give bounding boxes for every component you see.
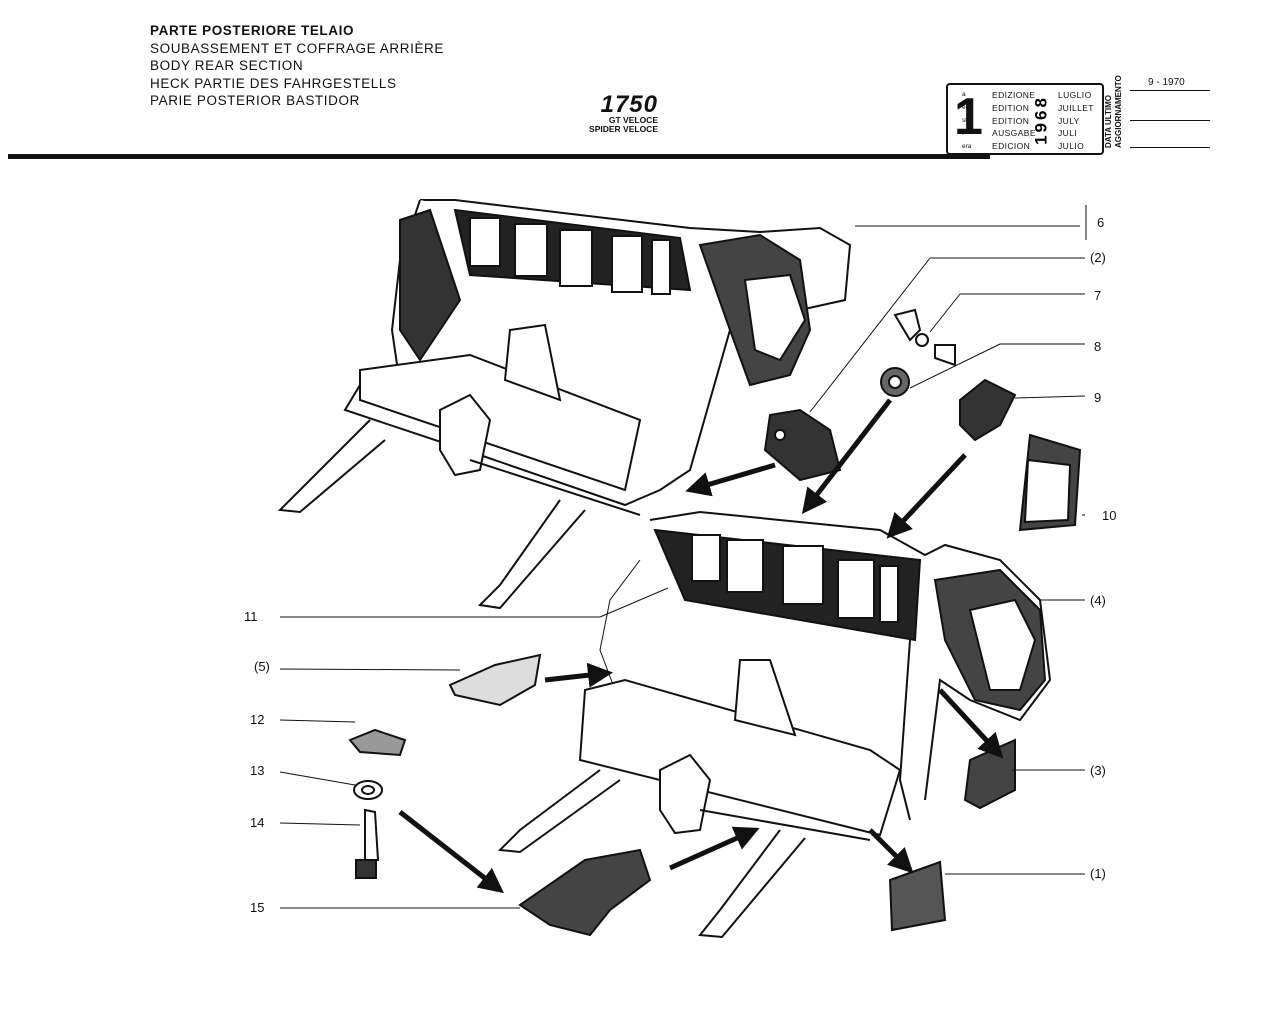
- part-1-reinforcement: [888, 860, 947, 932]
- edition-month: LUGLIO: [1058, 90, 1092, 100]
- part-10-plate: [1018, 433, 1082, 532]
- callout-13: 13: [250, 763, 265, 778]
- title-spanish: PARIE POSTERIOR BASTIDOR: [150, 93, 360, 109]
- callout-10: 10: [1102, 508, 1117, 523]
- callout-9: 9: [1094, 390, 1102, 405]
- title-english: BODY REAR SECTION: [150, 58, 304, 74]
- title-french: SOUBASSEMENT ET COFFRAGE ARRIÈRE: [150, 40, 445, 56]
- part-8-grommet: [880, 367, 910, 397]
- rear-section-lower: [497, 510, 1052, 939]
- update-line: [1130, 147, 1210, 148]
- rear-section-upper: [277, 199, 852, 610]
- edition-ordinal: era: [962, 143, 972, 150]
- callout-6: 6: [1097, 215, 1105, 230]
- callout-7: 7: [1094, 288, 1102, 303]
- part-9-clip: [959, 378, 1017, 442]
- leader-lines: [279, 205, 1087, 909]
- part-3-bracket: [963, 738, 1016, 810]
- edition-label: AUSGABE: [992, 128, 1036, 138]
- assembly-arrows: [398, 398, 1004, 894]
- edition-month: JULI: [1058, 128, 1078, 138]
- edition-ordinal: ère: [962, 104, 972, 111]
- callout-15: 15: [250, 900, 265, 915]
- callout-14: 14: [250, 815, 265, 830]
- edition-year-text: 1968: [1032, 95, 1050, 145]
- part-2-bracket: [763, 408, 842, 482]
- part-15-insulation: [518, 848, 652, 937]
- title-block: PARTE POSTERIORE TELAIO SOUBASSEMENT ET …: [150, 22, 444, 110]
- callout-2: (2): [1090, 250, 1106, 265]
- edition-month: JULY: [1058, 116, 1080, 126]
- edition-label: EDITION: [992, 116, 1030, 126]
- update-line: [1130, 90, 1210, 91]
- edition-month: JUILLET: [1058, 103, 1094, 113]
- edition-ordinal: a: [962, 91, 966, 98]
- edition-box: 1 a ère st . era EDIZIONE EDITION EDITIO…: [946, 83, 1104, 155]
- callout-3: (3): [1090, 763, 1106, 778]
- model-logo: 1750 GT VELOCE SPIDER VELOCE: [574, 91, 658, 134]
- last-update-date: 9 - 1970: [1148, 77, 1185, 88]
- model-number: 1750: [600, 91, 658, 118]
- edition-label: EDIZIONE: [992, 90, 1036, 100]
- callout-1: (1): [1090, 866, 1106, 881]
- part-7-wing-nut: [893, 308, 956, 367]
- model-variant-spider: SPIDER VELOCE: [589, 124, 658, 134]
- edition-label: EDICION: [992, 141, 1031, 151]
- edition-ordinal: st: [962, 117, 968, 124]
- callout-12: 12: [250, 712, 265, 727]
- edition-year: 1968: [1032, 95, 1050, 145]
- part-5-gusset: [448, 653, 542, 707]
- model-variant-gt: GT VELOCE: [608, 115, 658, 125]
- edition-number: 1: [954, 88, 983, 146]
- update-line: [1130, 120, 1210, 121]
- header-rule: [8, 154, 990, 159]
- edition-month: JULIO: [1058, 141, 1085, 151]
- edition-label: EDITION: [992, 103, 1030, 113]
- callout-11: 11: [244, 609, 258, 624]
- part-13-washer: [353, 780, 383, 800]
- callout-5: (5): [254, 659, 270, 674]
- edition-ordinal: .: [962, 130, 964, 137]
- part-12-clip: [348, 728, 407, 757]
- title-german: HECK PARTIE DES FAHRGESTELLS: [150, 75, 397, 91]
- callout-4: (4): [1090, 593, 1106, 608]
- part-14-screw: [355, 808, 380, 879]
- callout-8: 8: [1094, 339, 1102, 354]
- title-italian: PARTE POSTERIORE TELAIO: [150, 23, 355, 38]
